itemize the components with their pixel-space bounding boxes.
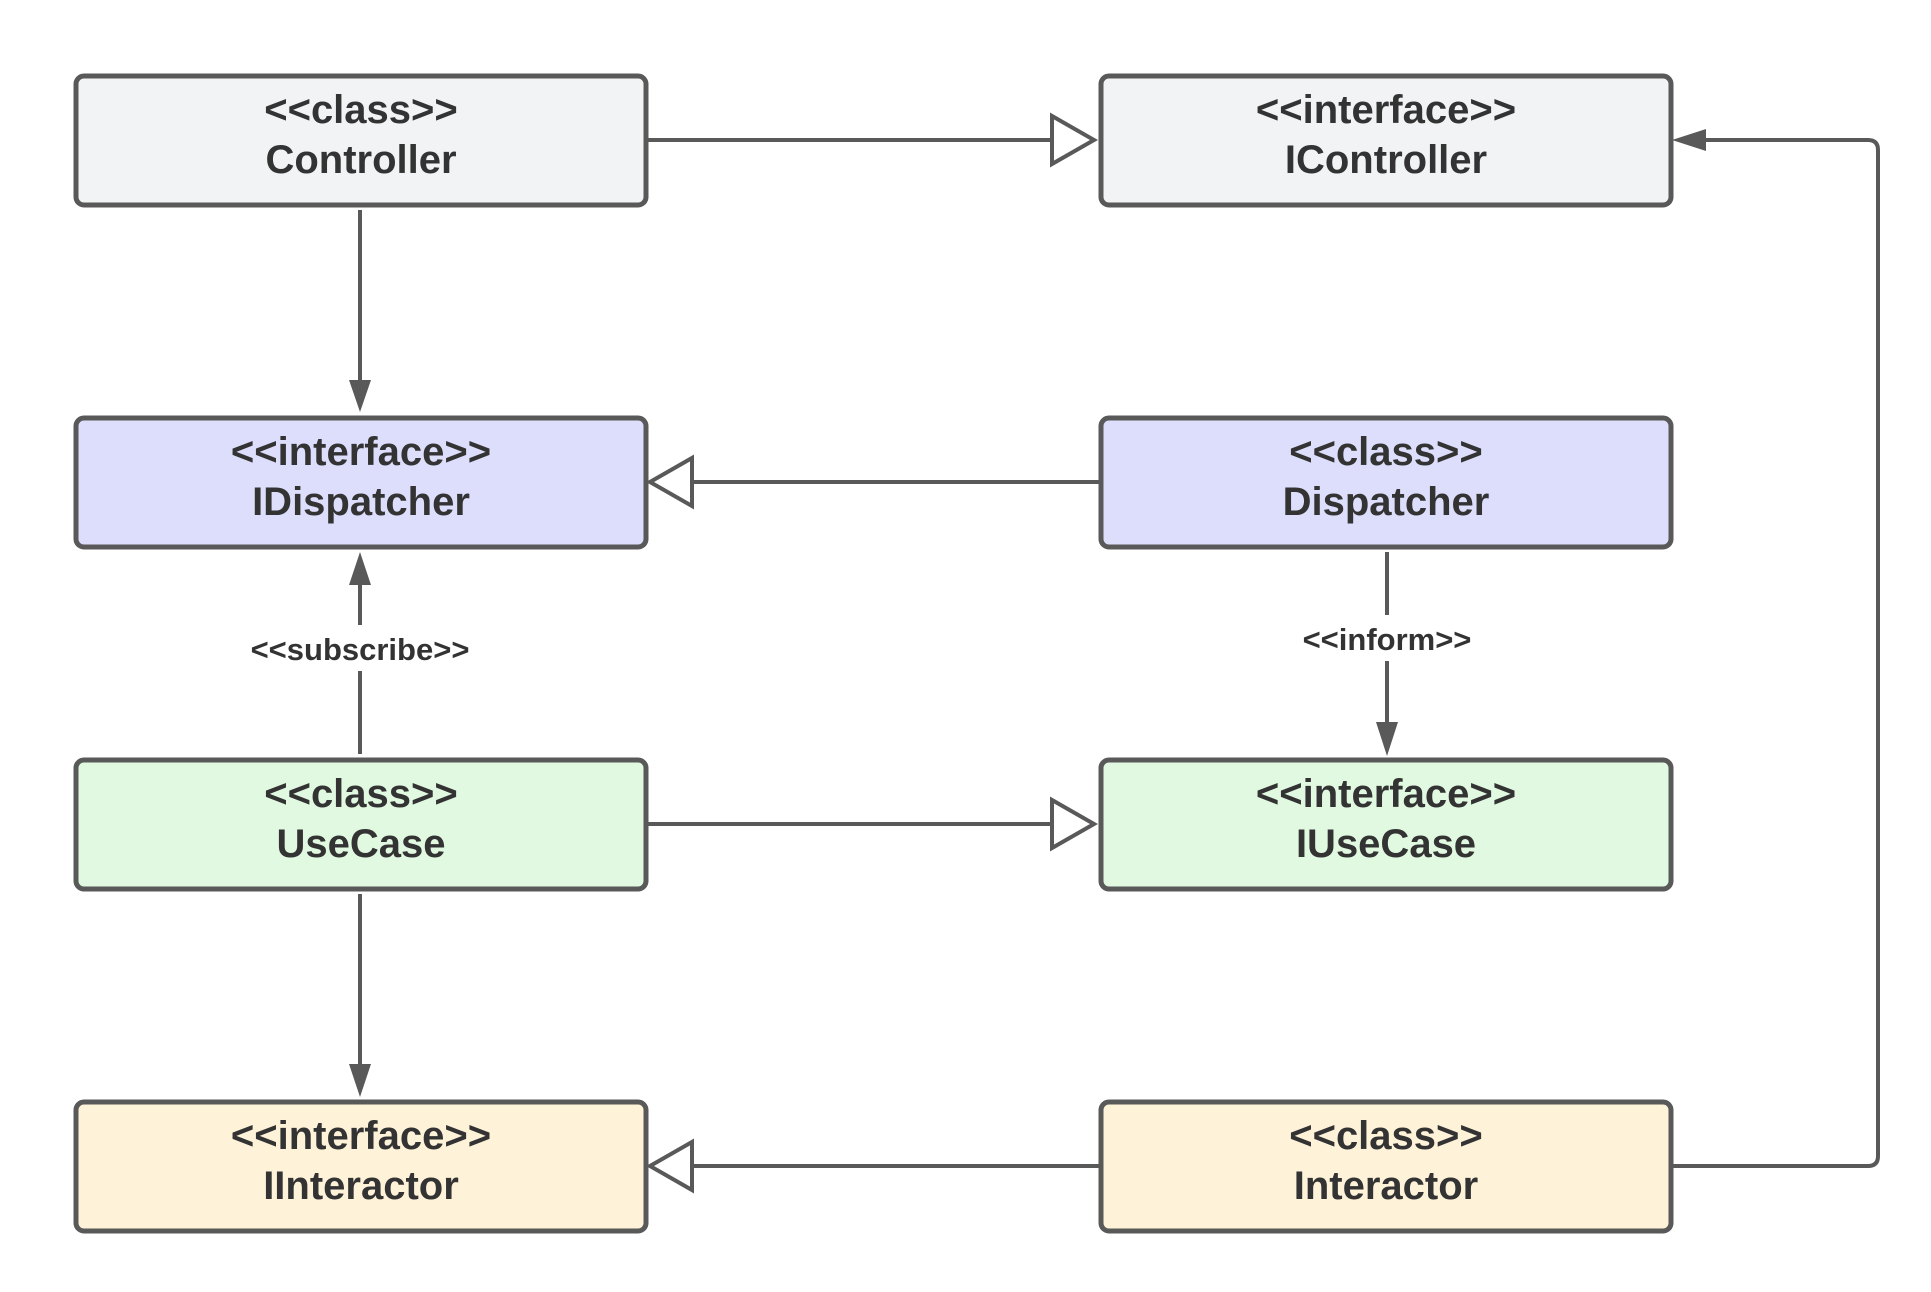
filled-arrowhead-icon bbox=[1672, 129, 1706, 151]
node-name: IController bbox=[1285, 138, 1487, 182]
hollow-triangle-arrowhead-icon bbox=[1050, 796, 1099, 852]
hollow-triangle-arrowhead-icon bbox=[1050, 112, 1099, 168]
filled-arrowhead-icon bbox=[349, 1064, 371, 1097]
node-box bbox=[73, 1099, 649, 1234]
node-name: Controller bbox=[265, 138, 456, 182]
node-stereotype: <<interface>> bbox=[231, 1114, 491, 1158]
filled-arrowhead-icon bbox=[349, 552, 371, 585]
node-box bbox=[73, 757, 649, 892]
node-name: IInteractor bbox=[263, 1164, 459, 1208]
edge-label-background bbox=[232, 625, 488, 671]
node-usecase[interactable]: <<class>> UseCase bbox=[73, 757, 649, 892]
node-iusecase[interactable]: <<interface>> IUseCase bbox=[1098, 757, 1674, 892]
edge-usecase-idispatcher: <<subscribe>> bbox=[232, 552, 488, 754]
filled-arrowhead-icon bbox=[349, 380, 371, 412]
node-name: IUseCase bbox=[1296, 822, 1476, 866]
node-idispatcher[interactable]: <<interface>> IDispatcher bbox=[73, 415, 649, 550]
edge-line bbox=[1672, 138, 1880, 1168]
node-stereotype: <<interface>> bbox=[1256, 772, 1516, 816]
edge-usecase-iusecase bbox=[646, 796, 1099, 852]
edge-label-subscribe: <<subscribe>> bbox=[251, 632, 470, 667]
hollow-triangle-arrowhead-icon bbox=[645, 1138, 694, 1194]
node-box bbox=[1098, 73, 1674, 208]
filled-arrowhead-icon bbox=[1376, 722, 1398, 756]
edge-controller-idispatcher bbox=[349, 210, 371, 412]
edges-layer: <<subscribe>> <<inform>> bbox=[232, 112, 1880, 1194]
node-stereotype: <<class>> bbox=[264, 88, 458, 132]
node-controller[interactable]: <<class>> Controller bbox=[73, 73, 649, 208]
edge-interactor-icontroller bbox=[1672, 129, 1880, 1168]
node-box bbox=[1098, 415, 1674, 550]
node-name: IDispatcher bbox=[252, 480, 470, 524]
nodes-layer: <<class>> Controller <<interface>> ICont… bbox=[73, 73, 1674, 1234]
node-interactor[interactable]: <<class>> Interactor bbox=[1098, 1099, 1674, 1234]
node-stereotype: <<interface>> bbox=[231, 430, 491, 474]
edge-usecase-iinteractor bbox=[349, 894, 371, 1097]
edge-dispatcher-iusecase: <<inform>> bbox=[1280, 552, 1494, 756]
node-stereotype: <<class>> bbox=[264, 772, 458, 816]
edge-label-background bbox=[1280, 615, 1494, 661]
edge-interactor-iinteractor bbox=[645, 1138, 1101, 1194]
node-iinteractor[interactable]: <<interface>> IInteractor bbox=[73, 1099, 649, 1234]
node-box bbox=[73, 73, 649, 208]
node-box bbox=[73, 415, 649, 550]
node-stereotype: <<class>> bbox=[1289, 430, 1483, 474]
node-box bbox=[1098, 1099, 1674, 1234]
edge-dispatcher-idispatcher bbox=[645, 454, 1101, 510]
hollow-triangle-arrowhead-icon bbox=[645, 454, 694, 510]
node-stereotype: <<interface>> bbox=[1256, 88, 1516, 132]
node-stereotype: <<class>> bbox=[1289, 1114, 1483, 1158]
edge-controller-icontroller bbox=[646, 112, 1099, 168]
edge-label-inform: <<inform>> bbox=[1303, 622, 1472, 657]
node-name: Interactor bbox=[1294, 1164, 1479, 1208]
node-name: UseCase bbox=[276, 822, 445, 866]
node-dispatcher[interactable]: <<class>> Dispatcher bbox=[1098, 415, 1674, 550]
node-icontroller[interactable]: <<interface>> IController bbox=[1098, 73, 1674, 208]
node-box bbox=[1098, 757, 1674, 892]
node-name: Dispatcher bbox=[1283, 480, 1490, 524]
